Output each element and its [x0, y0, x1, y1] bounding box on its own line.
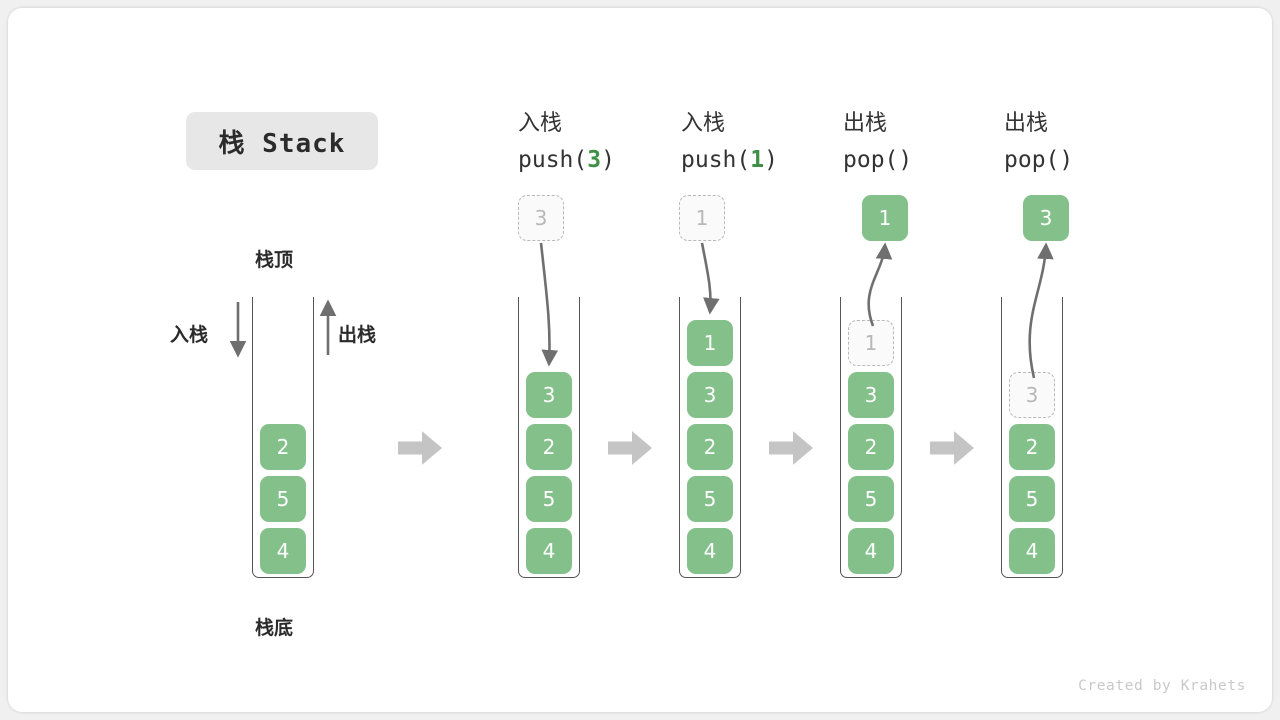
step1-stack-cell: 5 — [526, 476, 572, 522]
step3-stack-cell: 4 — [848, 528, 894, 574]
step-code-argument: 3 — [587, 147, 602, 173]
step3-stack-cell: 5 — [848, 476, 894, 522]
label-pop-side: 出栈 — [338, 324, 377, 346]
step-header-4: 出栈 pop() — [1004, 106, 1073, 178]
step4-stack-cell: 4 — [1009, 528, 1055, 574]
credit-text: Created by Krahets — [1078, 678, 1246, 694]
step-header-2: 入栈 push(1) — [681, 106, 778, 178]
step-operation-label: 出栈 — [843, 111, 888, 136]
step-code-label: push(1) — [681, 147, 778, 173]
step4-stack-cell: 3 — [1009, 372, 1055, 418]
step4-stack-cell: 2 — [1009, 424, 1055, 470]
step2-stack-cell: 1 — [687, 320, 733, 366]
step2-stack-cell: 5 — [687, 476, 733, 522]
step-float-value-3: 1 — [862, 195, 908, 241]
base-stack-cell: 5 — [260, 476, 306, 522]
step2-stack-container — [679, 297, 741, 578]
step-operation-label: 入栈 — [681, 111, 726, 136]
base-stack-cell: 4 — [260, 528, 306, 574]
step2-stack-cell: 2 — [687, 424, 733, 470]
page-title: 栈 Stack — [186, 112, 378, 170]
step-float-value-1: 3 — [518, 195, 564, 241]
step2-stack-cell: 4 — [687, 528, 733, 574]
label-stack-bottom: 栈底 — [255, 617, 294, 639]
step-float-value-4: 3 — [1023, 195, 1069, 241]
step4-stack-container — [1001, 297, 1063, 578]
step3-stack-container — [840, 297, 902, 578]
base-stack-container — [252, 297, 314, 578]
step-code-label: pop() — [1004, 147, 1074, 173]
step1-stack-cell: 4 — [526, 528, 572, 574]
label-stack-top: 栈顶 — [255, 249, 294, 271]
step-code-argument: 1 — [750, 147, 765, 173]
step3-stack-cell: 1 — [848, 320, 894, 366]
step-operation-label: 出栈 — [1004, 111, 1049, 136]
step3-stack-cell: 3 — [848, 372, 894, 418]
step1-stack-container — [518, 297, 580, 578]
step1-stack-cell: 2 — [526, 424, 572, 470]
step4-stack-cell: 5 — [1009, 476, 1055, 522]
step-header-1: 入栈 push(3) — [518, 106, 615, 178]
step1-stack-cell: 3 — [526, 372, 572, 418]
step-operation-label: 入栈 — [518, 111, 563, 136]
step-header-3: 出栈 pop() — [843, 106, 912, 178]
step-code-label: push(3) — [518, 147, 615, 173]
label-push-side: 入栈 — [170, 324, 209, 346]
step3-stack-cell: 2 — [848, 424, 894, 470]
step2-stack-cell: 3 — [687, 372, 733, 418]
step-float-value-2: 1 — [679, 195, 725, 241]
step-code-label: pop() — [843, 147, 913, 173]
base-stack-cell: 2 — [260, 424, 306, 470]
